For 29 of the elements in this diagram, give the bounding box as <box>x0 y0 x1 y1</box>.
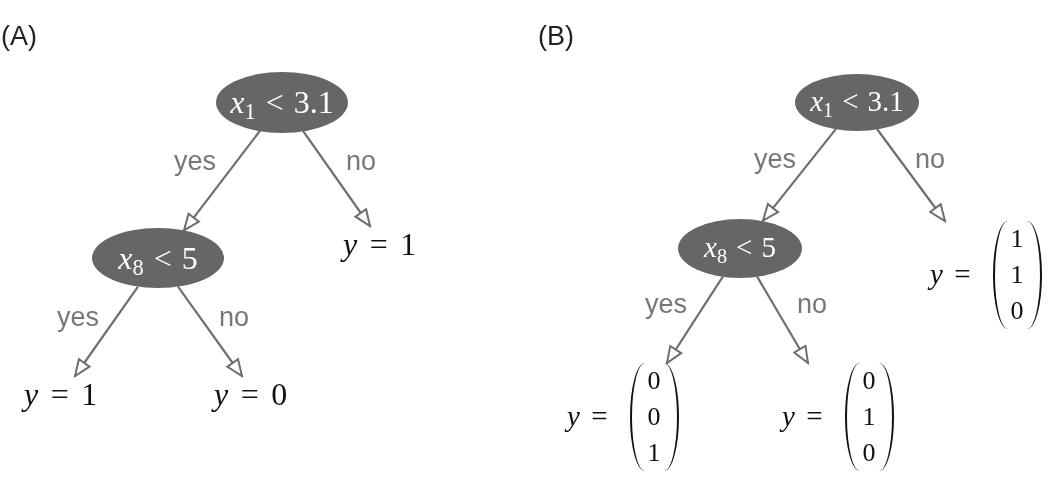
arrow <box>177 285 243 377</box>
arrow <box>762 128 837 222</box>
arrow <box>74 285 139 377</box>
arrow <box>666 275 724 364</box>
decision-node <box>678 218 802 278</box>
edge-label: yes <box>174 147 216 177</box>
edge-label: no <box>346 147 376 177</box>
column-vector: 1 1 0 <box>992 221 1042 329</box>
edge-label: yes <box>645 290 687 320</box>
decision-node <box>216 71 348 133</box>
edge-label: no <box>797 290 827 320</box>
arrow <box>756 275 809 364</box>
column-vector: 0 0 1 <box>629 363 679 471</box>
column-vector: 0 1 0 <box>844 363 894 471</box>
arrow <box>183 130 261 232</box>
arrow <box>302 130 371 227</box>
panel-label: (B) <box>538 22 574 52</box>
edge-label: no <box>915 145 945 175</box>
edge-label: yes <box>754 145 796 175</box>
condition-text: x$_{8}$ < 5 <box>704 231 776 265</box>
condition-text: x$_{8}$ < 5 <box>118 239 198 277</box>
edge-label: yes <box>57 303 99 333</box>
edge-label: no <box>219 303 249 333</box>
decision-node <box>795 73 919 131</box>
arrow <box>876 128 946 222</box>
condition-text: x$_{1}$ < 3.1 <box>230 83 334 121</box>
condition-text: x$_{1}$ < 3.1 <box>810 85 904 119</box>
decision-node <box>92 228 224 288</box>
panel-label: (A) <box>1 22 37 52</box>
